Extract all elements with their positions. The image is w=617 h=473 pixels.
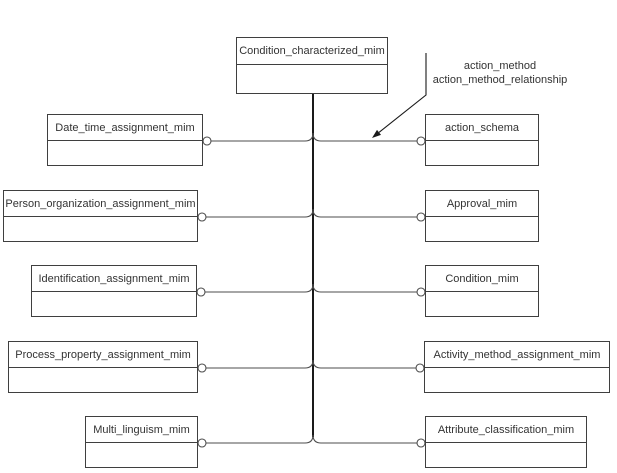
node-person-organization-assignment-mim: Person_organization_assignment_mim bbox=[3, 190, 198, 242]
node-body bbox=[426, 443, 586, 467]
branch-line-right-2 bbox=[312, 208, 417, 218]
connector-circle bbox=[197, 438, 207, 448]
connector-circle bbox=[416, 212, 426, 222]
node-body bbox=[9, 368, 197, 392]
node-attribute-classification-mim: Attribute_classification_mim bbox=[425, 416, 587, 468]
node-title: action_schema bbox=[426, 115, 538, 141]
branch-line-left-4 bbox=[206, 359, 314, 369]
connector-circle bbox=[197, 363, 207, 373]
connector-circle bbox=[416, 287, 426, 297]
node-label: Attribute_classification_mim bbox=[437, 423, 575, 436]
node-label: Identification_assignment_mim bbox=[38, 272, 190, 285]
annotation-action-method: action_method action_method_relationship bbox=[424, 59, 576, 87]
connector-circle bbox=[416, 438, 426, 448]
connector-circle bbox=[202, 136, 212, 146]
node-identification-assignment-mim: Identification_assignment_mim bbox=[31, 265, 197, 317]
node-label: action_schema bbox=[445, 121, 519, 134]
annotation-line-2: action_method_relationship bbox=[432, 74, 568, 86]
node-title: Process_property_assignment_mim bbox=[9, 342, 197, 368]
node-label: Approval_mim bbox=[446, 197, 518, 210]
node-body bbox=[48, 141, 202, 165]
node-condition-characterized-mim: Condition_characterized_mim bbox=[236, 37, 388, 94]
connector-circle bbox=[197, 212, 207, 222]
node-body bbox=[426, 292, 538, 316]
node-title: Condition_mim bbox=[426, 266, 538, 292]
node-label: Person_organization_assignment_mim bbox=[5, 197, 196, 210]
branch-line-left-1 bbox=[211, 132, 314, 142]
node-label: Multi_linguism_mim bbox=[93, 423, 190, 436]
node-label: Activity_method_assignment_mim bbox=[433, 348, 601, 361]
branch-line-right-5 bbox=[312, 434, 417, 444]
node-title: Person_organization_assignment_mim bbox=[4, 191, 197, 217]
annotation-leader-line bbox=[378, 53, 427, 133]
branch-line-left-3 bbox=[205, 283, 314, 293]
node-title: Condition_characterized_mim bbox=[237, 38, 387, 65]
node-body bbox=[426, 141, 538, 165]
node-label: Date_time_assignment_mim bbox=[55, 121, 195, 134]
branch-line-right-4 bbox=[312, 359, 416, 369]
connector-circle bbox=[416, 136, 426, 146]
node-title: Approval_mim bbox=[426, 191, 538, 217]
node-body bbox=[426, 217, 538, 241]
branch-line-right-1 bbox=[312, 132, 417, 142]
node-label: Condition_mim bbox=[445, 272, 519, 285]
node-date-time-assignment-mim: Date_time_assignment_mim bbox=[47, 114, 203, 166]
connector-circle bbox=[196, 287, 206, 297]
node-condition-mim: Condition_mim bbox=[425, 265, 539, 317]
branch-line-right-3 bbox=[312, 283, 417, 293]
branch-line-left-5 bbox=[206, 434, 314, 444]
node-body bbox=[86, 443, 197, 467]
node-title: Identification_assignment_mim bbox=[32, 266, 196, 292]
node-activity-method-assignment-mim: Activity_method_assignment_mim bbox=[424, 341, 610, 393]
node-title: Date_time_assignment_mim bbox=[48, 115, 202, 141]
node-body bbox=[237, 65, 387, 89]
node-label: Process_property_assignment_mim bbox=[15, 348, 191, 361]
connector-circle bbox=[415, 363, 425, 373]
arrowhead-icon bbox=[372, 129, 381, 138]
node-title: Multi_linguism_mim bbox=[86, 417, 197, 443]
node-body bbox=[32, 292, 196, 316]
node-approval-mim: Approval_mim bbox=[425, 190, 539, 242]
annotation-line-1: action_method bbox=[463, 60, 537, 72]
node-title: Activity_method_assignment_mim bbox=[425, 342, 609, 368]
node-body bbox=[4, 217, 197, 241]
node-body bbox=[425, 368, 609, 392]
node-label: Condition_characterized_mim bbox=[239, 45, 385, 57]
node-action-schema: action_schema bbox=[425, 114, 539, 166]
node-multi-linguism-mim: Multi_linguism_mim bbox=[85, 416, 198, 468]
node-process-property-assignment-mim: Process_property_assignment_mim bbox=[8, 341, 198, 393]
branch-line-left-2 bbox=[206, 208, 314, 218]
node-title: Attribute_classification_mim bbox=[426, 417, 586, 443]
